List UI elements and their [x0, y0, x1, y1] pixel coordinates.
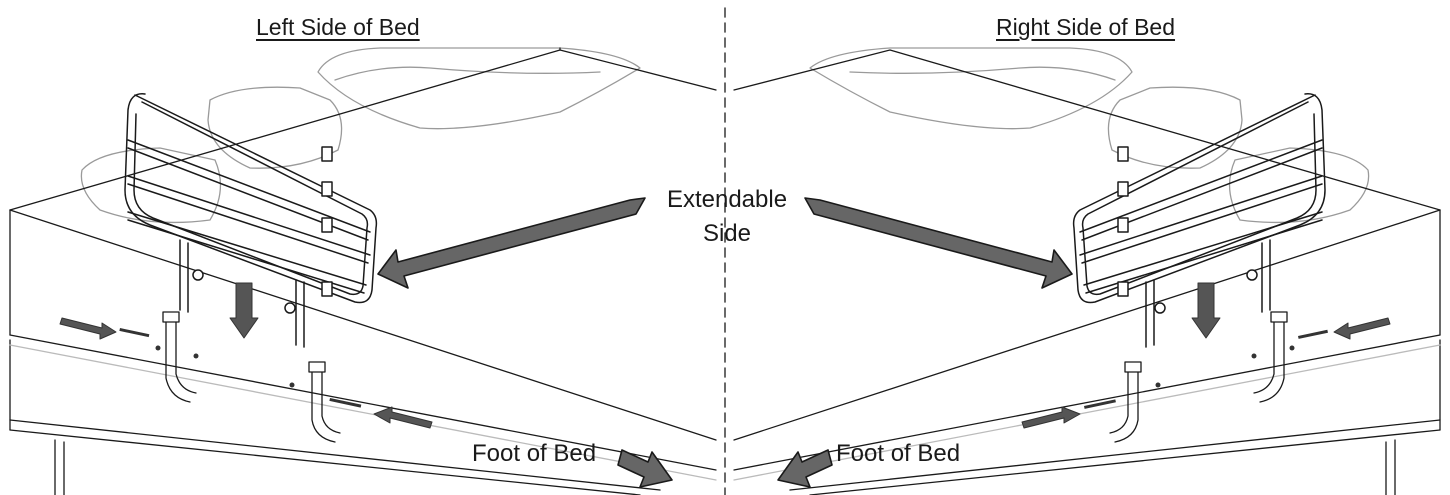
- left-mattress-top: [9, 49, 717, 211]
- right-pillow-front: [1107, 86, 1370, 224]
- right-insert-arrows: [1021, 282, 1391, 429]
- extendable-arrow-left: [377, 197, 646, 289]
- left-bracket-2: [308, 361, 341, 443]
- right-pillow-back: [809, 47, 1133, 130]
- left-screws: [119, 328, 362, 408]
- left-pillow-back: [317, 47, 641, 130]
- foot-of-bed-right-label: Foot of Bed: [836, 440, 961, 467]
- extendable-label-line2: Side: [702, 220, 752, 247]
- extendable-side-label: Extendable Side: [652, 183, 802, 251]
- right-bracket-2: [1109, 361, 1142, 443]
- left-mattress-edge: [9, 209, 717, 441]
- right-screws: [1084, 329, 1328, 409]
- right-mattress-top: [733, 49, 1441, 211]
- extendable-arrow-right: [804, 197, 1073, 289]
- right-side-title: Right Side of Bed: [996, 14, 1176, 40]
- foot-arrow-left: [617, 449, 673, 488]
- left-insert-arrows: [59, 282, 433, 429]
- right-bracket-1: [1253, 311, 1288, 403]
- left-bed-rail: [124, 93, 378, 348]
- right-bed: [733, 47, 1441, 495]
- foot-arrow-right: [777, 449, 833, 488]
- left-side-title: Left Side of Bed: [256, 14, 420, 40]
- left-pillow-front: [80, 86, 343, 224]
- right-bed-rail: [1072, 93, 1326, 348]
- foot-of-bed-left-label: Foot of Bed: [472, 440, 597, 467]
- extendable-label-line1: Extendable: [666, 186, 788, 213]
- right-mattress-edge: [733, 209, 1441, 441]
- left-bracket-1: [162, 311, 197, 403]
- left-bed: [9, 47, 717, 495]
